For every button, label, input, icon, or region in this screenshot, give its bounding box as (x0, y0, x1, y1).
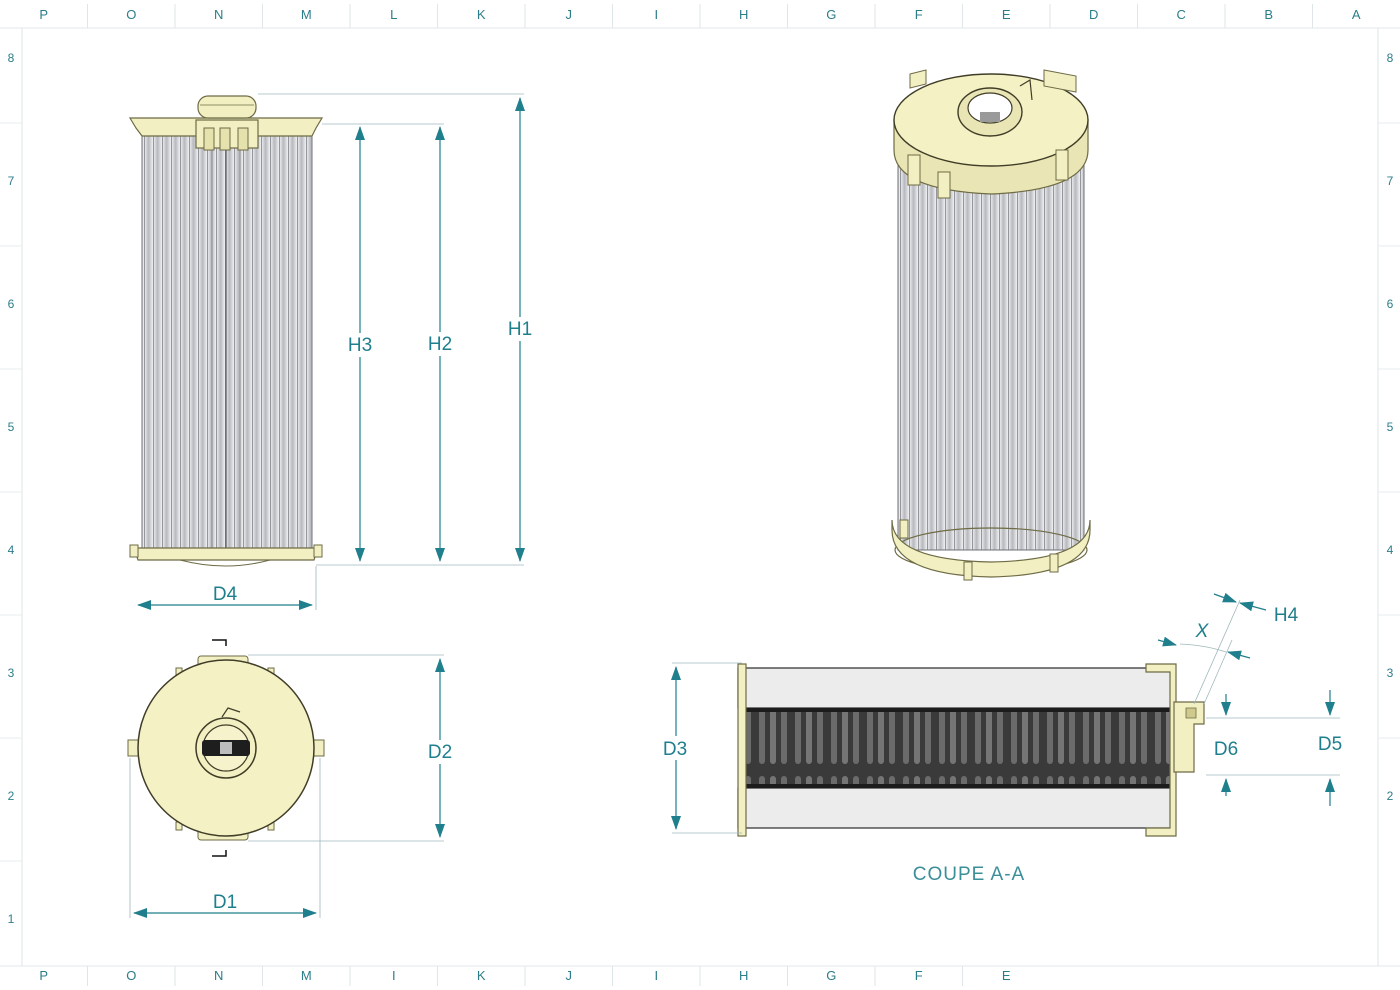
zone-label-bottom: K (477, 968, 486, 983)
zone-label-right: 4 (1387, 543, 1394, 557)
label-d2: D2 (428, 742, 452, 763)
zone-label-bottom: O (126, 968, 136, 983)
section-upper-media (737, 667, 1175, 709)
zone-label-right: 3 (1387, 666, 1394, 680)
zone-label-top: M (301, 7, 312, 22)
zone-label-left: 8 (8, 51, 15, 65)
top-view (127, 639, 325, 857)
zone-label-top: K (477, 7, 486, 22)
isometric-view (891, 69, 1091, 581)
section-lower-media (737, 787, 1175, 829)
zone-labels-right: 8 7 6 5 4 3 2 (1387, 51, 1394, 803)
zone-label-top: G (826, 7, 836, 22)
zone-label-top: P (39, 7, 48, 22)
front-view-dimensions: H1 H2 H3 D4 (137, 93, 536, 610)
section-left-endcap (737, 663, 747, 837)
zone-label-right: 8 (1387, 51, 1394, 65)
zone-label-right: 6 (1387, 297, 1394, 311)
label-d4: D4 (213, 584, 238, 605)
label-h2: H2 (428, 334, 452, 355)
zone-label-right: 2 (1387, 789, 1394, 803)
zone-label-top: C (1177, 7, 1186, 22)
zone-label-left: 6 (8, 297, 15, 311)
dimension-line-h4-b (1239, 601, 1267, 612)
zone-label-right: 5 (1387, 420, 1394, 434)
dimension-line-x-a (1157, 636, 1177, 647)
zone-label-bottom: I (654, 968, 658, 983)
zone-label-top: F (915, 7, 923, 22)
zone-label-left: 1 (8, 912, 15, 926)
zone-label-top: E (1002, 7, 1011, 22)
zone-label-bottom: I (392, 968, 396, 983)
dimension-line-x-b (1227, 650, 1251, 661)
zone-label-bottom: F (915, 968, 923, 983)
zone-label-left: 7 (8, 174, 15, 188)
front-view (128, 95, 324, 567)
section-view (737, 663, 1205, 837)
zone-label-top: A (1352, 7, 1361, 22)
zone-label-bottom: M (301, 968, 312, 983)
dimension-line-h4-a (1213, 592, 1237, 603)
section-outlet (1173, 701, 1205, 773)
zone-ticks (0, 4, 1400, 986)
front-view-outlet-neck (197, 95, 257, 119)
zone-labels-left: 8 7 6 5 4 3 2 1 (8, 51, 15, 926)
zone-label-top: D (1089, 7, 1098, 22)
front-view-bottom-endcap (133, 547, 319, 561)
zone-label-right: 7 (1387, 174, 1394, 188)
label-h3: H3 (348, 335, 372, 356)
zone-label-top: O (126, 7, 136, 22)
zone-label-left: 5 (8, 420, 15, 434)
section-support-cage (742, 712, 1170, 784)
section-marker-bottom (212, 850, 227, 857)
zone-label-left: 3 (8, 666, 15, 680)
zone-label-bottom: N (214, 968, 223, 983)
zone-label-bottom: P (39, 968, 48, 983)
zone-label-top: J (566, 7, 573, 22)
zone-label-top: B (1264, 7, 1273, 22)
section-view-dimensions: D3 D5 D6 H4 X COUPE A-A (658, 592, 1342, 885)
front-view-pleated-media (141, 133, 313, 549)
label-d3: D3 (663, 739, 687, 760)
iso-view-bottom-ring (891, 519, 1091, 578)
label-d6: D6 (1214, 739, 1238, 760)
zone-label-top: L (390, 7, 397, 22)
iso-view-pleated-media (897, 149, 1085, 551)
zone-label-bottom: H (739, 968, 748, 983)
label-d1: D1 (213, 892, 237, 913)
zone-label-bottom: J (566, 968, 573, 983)
label-d5: D5 (1318, 734, 1342, 755)
label-x: X (1195, 621, 1210, 642)
section-caption: COUPE A-A (913, 864, 1025, 885)
top-view-dimensions: D2 D1 (129, 654, 458, 918)
label-h4: H4 (1274, 605, 1299, 626)
zone-label-top: N (214, 7, 223, 22)
zone-label-left: 2 (8, 789, 15, 803)
label-h1: H1 (508, 319, 532, 340)
zone-label-top: I (654, 7, 658, 22)
zone-label-top: H (739, 7, 748, 22)
zone-label-left: 4 (8, 543, 15, 557)
zone-label-bottom: E (1002, 968, 1011, 983)
section-marker-top (212, 639, 227, 646)
zone-label-bottom: G (826, 968, 836, 983)
